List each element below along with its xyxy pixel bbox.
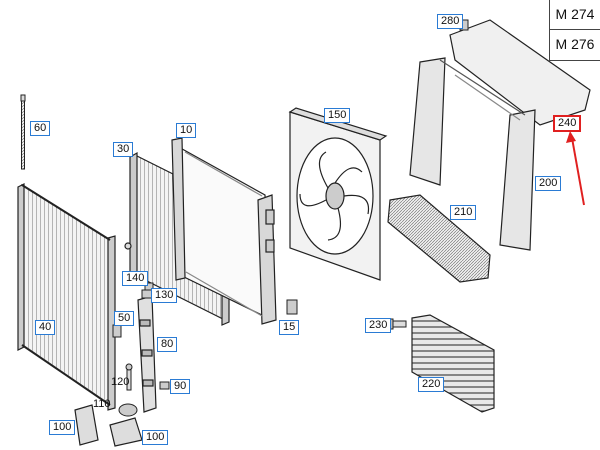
callout-140[interactable]: 140	[122, 271, 149, 286]
part-100-mount-left	[74, 404, 99, 446]
callout-210[interactable]: 210	[450, 205, 477, 220]
callout-150[interactable]: 150	[324, 108, 351, 123]
engine-variant-table: M 274 M 276	[549, 0, 600, 61]
callout-240[interactable]: 240	[553, 115, 582, 132]
part-210-air-guide	[387, 194, 491, 283]
part-50-clip	[112, 324, 122, 338]
callout-100-right[interactable]: 100	[142, 430, 169, 445]
part-90-clip	[159, 381, 170, 390]
part-110-cap	[118, 403, 138, 417]
part-15-sensor	[286, 299, 298, 315]
callout-230[interactable]: 230	[365, 318, 392, 333]
part-100-mount-right	[109, 417, 143, 447]
callout-120[interactable]: 120	[111, 376, 130, 388]
callout-110[interactable]: 110	[93, 398, 111, 410]
callout-10[interactable]: 10	[176, 123, 197, 138]
callout-15[interactable]: 15	[279, 320, 300, 335]
callout-220[interactable]: 220	[418, 377, 445, 392]
callout-60[interactable]: 60	[30, 121, 51, 136]
part-150-fan	[288, 107, 388, 281]
part-220-grille	[411, 314, 495, 413]
engine-variant-m274: M 274	[555, 6, 595, 22]
part-40-condenser	[17, 183, 116, 411]
callout-80[interactable]: 80	[157, 337, 178, 352]
callout-30[interactable]: 30	[113, 142, 134, 157]
engine-variant-m276: M 276	[550, 29, 600, 59]
callout-40[interactable]: 40	[35, 320, 56, 335]
part-60-rod	[20, 94, 26, 170]
part-120-pin	[125, 363, 133, 391]
part-80-bracket	[137, 295, 157, 413]
part-200-support-frame	[409, 19, 591, 251]
callout-90[interactable]: 90	[170, 379, 191, 394]
callout-130[interactable]: 130	[151, 288, 178, 303]
highlight-arrow	[566, 131, 585, 206]
callout-200[interactable]: 200	[535, 176, 562, 191]
callout-50[interactable]: 50	[114, 311, 135, 326]
callout-280[interactable]: 280	[437, 14, 464, 29]
callout-100-left[interactable]: 100	[49, 420, 76, 435]
part-10-radiator-tank	[171, 137, 277, 325]
